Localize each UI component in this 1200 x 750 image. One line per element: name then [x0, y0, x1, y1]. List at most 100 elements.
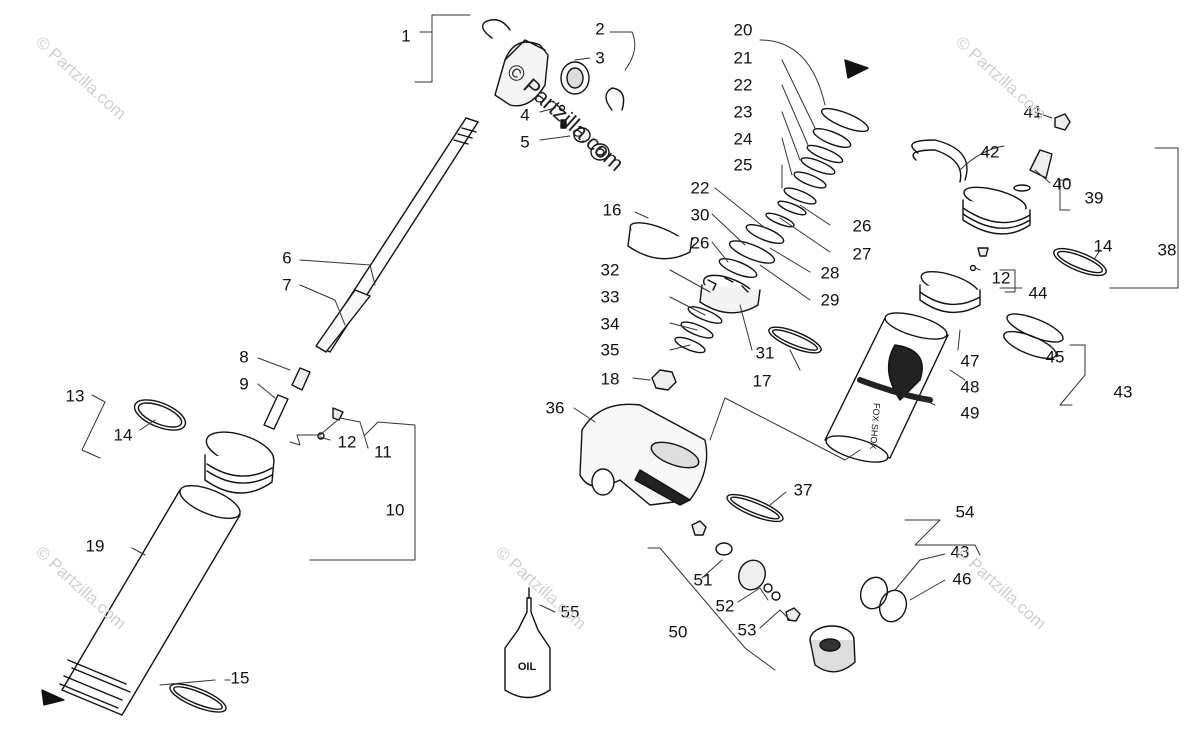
- callout-35: 35: [600, 340, 620, 360]
- oring-part: [859, 576, 889, 610]
- callout-20: 20: [733, 20, 753, 40]
- callout-11: 11: [374, 442, 392, 462]
- callout-3: 3: [595, 48, 605, 68]
- callout-36: 36: [545, 398, 565, 418]
- callout-34: 34: [600, 314, 620, 334]
- callout-46: 46: [952, 569, 972, 589]
- callout-51: 51: [693, 570, 713, 590]
- oring-part: [1053, 247, 1107, 277]
- callout-50: 50: [668, 622, 688, 642]
- screw-part: [332, 407, 344, 421]
- pin-part: [560, 119, 567, 129]
- callout-9: 9: [239, 374, 249, 394]
- callout-28: 28: [820, 263, 840, 283]
- callout-23: 23: [733, 102, 753, 122]
- direction-arrow: [844, 59, 869, 79]
- bushing-part: [590, 143, 610, 161]
- reservoir-head-part: [579, 403, 708, 506]
- callout-53: 53: [737, 620, 757, 640]
- callout-16: 16: [602, 200, 622, 220]
- callout-37: 37: [793, 480, 813, 500]
- callout-47: 47: [960, 351, 980, 371]
- callout-1: 1: [401, 26, 411, 46]
- callout-29: 29: [820, 290, 840, 310]
- eyelet-part: [494, 39, 590, 107]
- callout-26b: 26: [690, 233, 710, 253]
- callout-12b: 12: [991, 268, 1011, 288]
- callout-26: 26: [852, 216, 872, 236]
- oring-part: [912, 149, 962, 183]
- oring-part: [1006, 313, 1064, 343]
- valve-part: [738, 559, 766, 591]
- reservoir-cap-part: [962, 186, 1031, 235]
- adjuster-knob-part: [809, 625, 856, 673]
- callout-32: 32: [600, 260, 620, 280]
- direction-arrow: [41, 689, 65, 706]
- callout-2: 2: [595, 19, 605, 39]
- callout-14b: 14: [1093, 236, 1113, 256]
- oring-part: [1003, 330, 1057, 360]
- shaft-part: [315, 117, 479, 353]
- callout-27: 27: [852, 244, 872, 264]
- ball-part: [558, 104, 566, 112]
- piston-band-part: [627, 222, 693, 260]
- callout-17: 17: [752, 371, 772, 391]
- callout-38: 38: [1157, 240, 1177, 260]
- valve-core-part: [1029, 149, 1053, 179]
- nut-part: [651, 369, 677, 391]
- circlip-part: [482, 19, 511, 39]
- bushing-part: [573, 127, 591, 143]
- callout-12: 12: [337, 432, 357, 452]
- oring-part: [878, 589, 908, 623]
- oring-part: [1013, 184, 1031, 192]
- oring-part: [726, 493, 784, 523]
- callout-13: 13: [65, 386, 85, 406]
- callout-8: 8: [239, 347, 249, 367]
- callout-15: 15: [230, 668, 250, 688]
- callout-55: 55: [560, 602, 580, 622]
- callout-24: 24: [733, 129, 753, 149]
- body-tube-part: [59, 484, 241, 716]
- valve-part: [715, 542, 733, 556]
- callout-10: 10: [385, 500, 405, 520]
- oring-part: [768, 326, 822, 354]
- callout-33: 33: [600, 287, 620, 307]
- oring-part: [169, 683, 227, 713]
- callout-41: 41: [1023, 102, 1043, 122]
- circlip-part: [605, 87, 625, 111]
- nut-part: [785, 607, 801, 622]
- callout-19: 19: [85, 536, 105, 556]
- callout-21: 21: [733, 48, 753, 68]
- callout-6: 6: [282, 248, 292, 268]
- callout-4: 4: [520, 105, 530, 125]
- callout-22b: 22: [690, 178, 710, 198]
- leader-lines: [81, 14, 1179, 686]
- callout-49: 49: [960, 403, 980, 423]
- screw-part: [691, 520, 707, 536]
- lower-shims: [674, 306, 723, 354]
- callout-22: 22: [733, 75, 753, 95]
- callout-52: 52: [715, 596, 735, 616]
- oil-label: OIL: [517, 661, 537, 673]
- valve-cap-part: [1054, 113, 1071, 131]
- callout-44: 44: [1028, 283, 1048, 303]
- oring-part: [133, 399, 187, 431]
- reservoir-body-part: [824, 312, 949, 463]
- callout-31: 31: [755, 343, 775, 363]
- callout-42: 42: [980, 142, 1000, 162]
- callout-30: 30: [690, 205, 710, 225]
- callout-43b: 43: [950, 542, 970, 562]
- piston-part: [699, 274, 761, 314]
- shim-stack: [718, 107, 870, 279]
- oil-bottle-part: [504, 587, 551, 699]
- callout-7: 7: [282, 275, 292, 295]
- callout-5: 5: [520, 132, 530, 152]
- screw-part: [977, 247, 989, 257]
- oring-part: [911, 139, 968, 181]
- callout-43: 43: [1113, 382, 1133, 402]
- callout-39: 39: [1084, 188, 1104, 208]
- callout-18: 18: [600, 369, 620, 389]
- spacer-part: [263, 394, 289, 430]
